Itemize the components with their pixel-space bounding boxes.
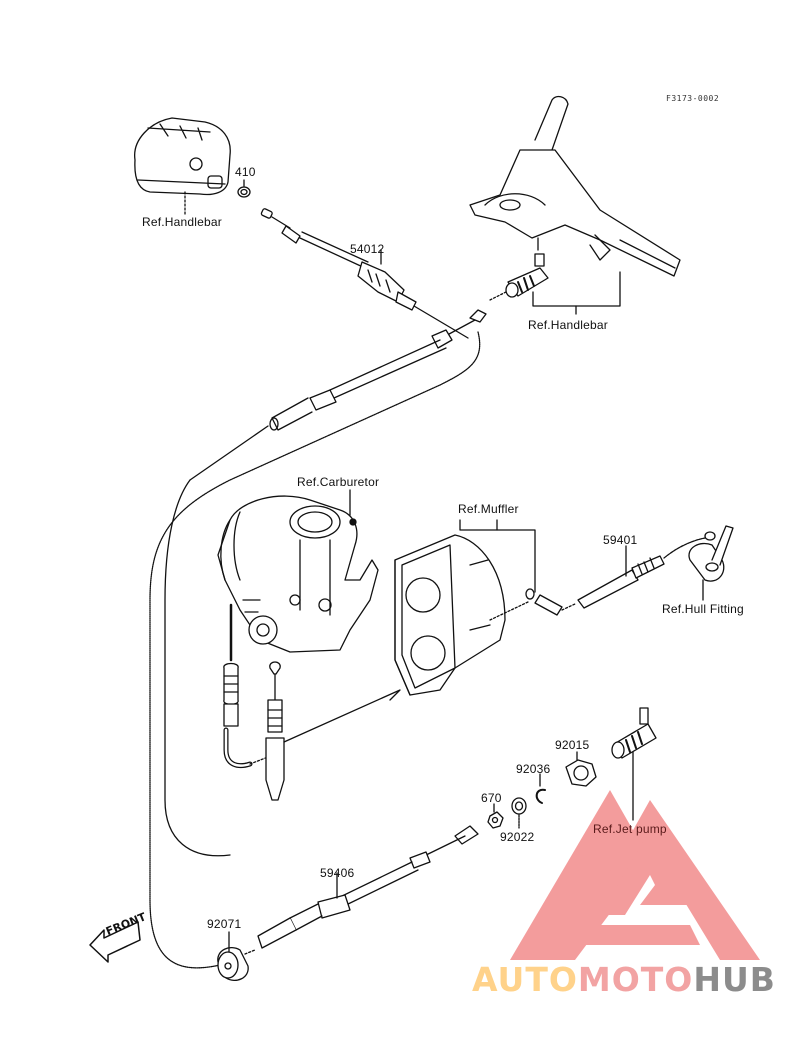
watermark-moto: MOTO [577, 960, 694, 999]
washer-410 [237, 179, 251, 198]
cable-59406 [244, 825, 479, 955]
figure-code: F3173-0002 [666, 94, 720, 103]
ref-label-carburetor: Ref.Carburetor [297, 475, 380, 489]
ref-label-jet-pump: Ref.Jet pump [593, 822, 667, 836]
nut-92015 [565, 751, 597, 787]
clip-92036 [535, 773, 546, 804]
cable-59401 [577, 531, 716, 609]
ref-label-handlebar-right: Ref.Handlebar [528, 318, 608, 332]
part-label-670: 670 [481, 791, 502, 805]
throttle-cable-main [149, 309, 487, 969]
watermark-auto: AUTO [472, 960, 578, 999]
ref-label-muffler: Ref.Muffler [458, 502, 519, 516]
part-label-410: 410 [235, 165, 256, 179]
hull-fitting [688, 525, 734, 601]
handlebar-housing-left [134, 117, 231, 216]
washer-92022 [511, 797, 527, 829]
watermark-text: AUTOMOTOHUB [472, 960, 776, 999]
part-label-54012: 54012 [350, 242, 385, 256]
nut-670 [487, 803, 504, 829]
part-label-92071: 92071 [207, 917, 242, 931]
part-label-92022: 92022 [500, 830, 535, 844]
handlebar-right [469, 95, 681, 277]
part-label-59401: 59401 [603, 533, 638, 547]
part-label-92015: 92015 [555, 738, 590, 752]
ref-label-handlebar-left: Ref.Handlebar [142, 215, 222, 229]
grommet-92071 [217, 931, 249, 981]
muffler [394, 519, 576, 696]
cable-end-fitting [489, 253, 621, 315]
part-label-59406: 59406 [320, 866, 355, 880]
watermark-logo [510, 790, 760, 960]
watermark-hub: HUB [693, 960, 776, 999]
part-label-92036: 92036 [516, 762, 551, 776]
jet-pump-fitting [611, 707, 657, 821]
front-arrow [89, 921, 141, 963]
carburetor [217, 489, 379, 653]
ref-label-hull-fitting: Ref.Hull Fitting [662, 602, 744, 616]
throttle-cable-54012 [260, 208, 469, 339]
carburetor-cables [223, 603, 401, 801]
